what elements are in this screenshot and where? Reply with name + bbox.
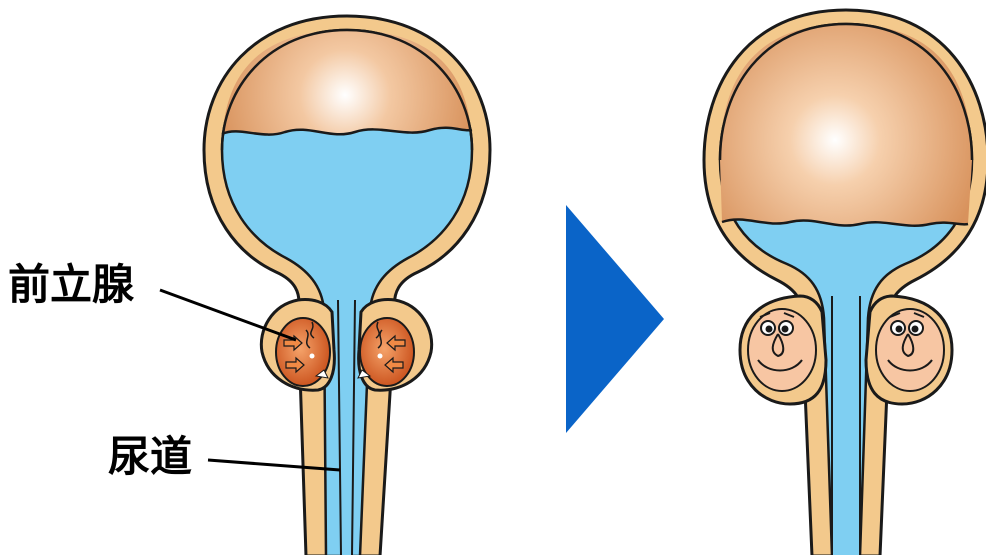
urethra-label: 尿道 (108, 436, 192, 478)
prostate-label: 前立腺 (8, 264, 134, 306)
play-arrow-icon (566, 205, 664, 433)
